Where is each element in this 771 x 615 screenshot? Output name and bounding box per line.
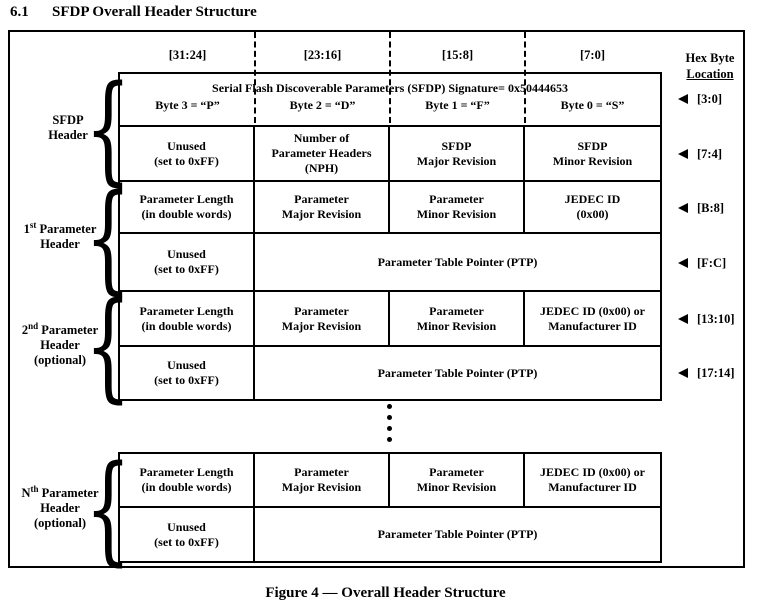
left-triangle-icon: [678, 94, 688, 104]
left-triangle-icon: [678, 314, 688, 324]
table-cell: Parameter Table Pointer (PTP): [377, 254, 538, 269]
hex-header-line2: Location: [686, 67, 734, 81]
table-cell: Parameter Length (in double words): [120, 182, 255, 232]
hex-location-label: [3:0]: [697, 91, 722, 106]
hex-byte-location-header: Hex Byte Location: [670, 50, 750, 82]
table-cell: Unused (set to 0xFF): [120, 234, 255, 290]
table-row: Parameter Length (in double words) Param…: [120, 454, 660, 508]
vertical-ellipsis-icon: [387, 404, 392, 442]
signature-byte-labels: Byte 3 = “P” Byte 2 = “D” Byte 1 = “F” B…: [120, 98, 660, 113]
table-cell: Unused (set to 0xFF): [120, 347, 255, 399]
table-cell: Parameter Length (in double words): [120, 292, 255, 345]
bit-range-label: [31:24]: [168, 48, 207, 62]
page-title: SFDP Overall Header Structure: [52, 4, 257, 20]
table-cell: Parameter Major Revision: [255, 292, 390, 345]
bit-range-label: [15:8]: [441, 48, 474, 62]
table-row-signature: Serial Flash Discoverable Parameters (SF…: [120, 74, 660, 127]
byte-label: Byte 0 = “S”: [560, 98, 625, 112]
hex-location-marker: [3:0]: [678, 92, 722, 106]
section-label-line2: Header: [40, 237, 80, 251]
brace-1st-parameter-header: {: [84, 168, 132, 306]
hex-header-line1: Hex Byte: [685, 51, 735, 65]
brace-2nd-parameter-header: {: [84, 276, 132, 414]
nth-parameter-header-table: Parameter Length (in double words) Param…: [118, 452, 662, 563]
table-cell: Parameter Table Pointer (PTP): [377, 527, 538, 541]
brace-nth-parameter-header: {: [84, 439, 132, 577]
table-cell: JEDEC ID (0x00) or Manufacturer ID: [540, 303, 645, 333]
signature-title: Serial Flash Discoverable Parameters (SF…: [212, 81, 568, 95]
table-cell: Number of Parameter Headers (NPH): [255, 127, 390, 180]
brace-sfdp-header: {: [84, 59, 132, 197]
hex-location-label: [B:8]: [697, 200, 725, 215]
hex-location-marker: [B:8]: [678, 201, 724, 215]
table-cell: Parameter Minor Revision: [390, 292, 525, 345]
section-label-line2: Header: [40, 338, 80, 352]
table-cell: Parameter Length (in double words): [120, 454, 255, 506]
figure-caption: Figure 4 — Overall Header Structure: [265, 585, 506, 601]
hex-location-label: [7:4]: [697, 146, 722, 161]
table-row: Parameter Length (in double words) Param…: [120, 182, 660, 234]
byte-label: Byte 2 = “D”: [289, 98, 356, 112]
hex-location-marker: [7:4]: [678, 147, 722, 161]
left-triangle-icon: [678, 258, 688, 268]
left-triangle-icon: [678, 203, 688, 213]
table-row: Unused (set to 0xFF) Number of Parameter…: [120, 127, 660, 182]
hex-location-marker: [17:14]: [678, 366, 735, 380]
table-cell: Parameter Minor Revision: [390, 182, 525, 232]
section-label-line3: (optional): [33, 516, 87, 530]
byte-label: Byte 3 = “P”: [155, 98, 220, 112]
table-cell: Parameter Minor Revision: [390, 454, 525, 506]
section-label-1st-parameter-header: 1st Parameter Header: [12, 219, 108, 252]
section-label-line1: 1st Parameter: [23, 219, 97, 236]
byte-boundary-dashed-line: [524, 32, 526, 123]
table-cell: Parameter Major Revision: [255, 454, 390, 506]
bit-range-label: [23:16]: [303, 48, 342, 62]
header-structure-table: Serial Flash Discoverable Parameters (SF…: [118, 72, 662, 401]
hex-location-label: [13:10]: [697, 311, 735, 326]
section-number: 6.1: [10, 4, 29, 20]
table-row: Parameter Length (in double words) Param…: [120, 292, 660, 347]
table-cell: JEDEC ID (0x00): [564, 192, 621, 221]
left-triangle-icon: [678, 149, 688, 159]
section-label-line1: SFDP: [52, 113, 84, 127]
table-row: Unused (set to 0xFF) Parameter Table Poi…: [120, 508, 660, 561]
section-label-line1: Nth Parameter: [21, 483, 99, 500]
table-cell: JEDEC ID (0x00) or Manufacturer ID: [540, 465, 645, 494]
hex-location-label: [17:14]: [697, 365, 735, 380]
hex-location-marker: [F:C]: [678, 256, 726, 270]
bit-range-label: [7:0]: [580, 48, 605, 62]
figure-frame: [31:24] [23:16] [15:8] [7:0] Hex Byte Lo…: [8, 30, 745, 577]
table-cell: SFDP Major Revision: [390, 127, 525, 180]
section-heading: 6.1 SFDP Overall Header Structure: [10, 4, 257, 21]
section-label-line1: 2nd Parameter: [21, 320, 99, 337]
hex-location-label: [F:C]: [697, 255, 727, 270]
table-cell: Parameter Table Pointer (PTP): [377, 365, 538, 380]
section-label-sfdp-header: SFDP Header: [28, 113, 108, 143]
section-label-nth-parameter-header: Nth Parameter Header (optional): [12, 483, 108, 531]
hex-location-marker: [13:10]: [678, 312, 735, 326]
table-cell: Parameter Major Revision: [255, 182, 390, 232]
section-label-line2: Header: [40, 501, 80, 515]
table-cell: Unused (set to 0xFF): [120, 508, 255, 561]
section-label-line3: (optional): [33, 353, 87, 367]
byte-boundary-dashed-line: [254, 32, 256, 123]
section-label-2nd-parameter-header: 2nd Parameter Header (optional): [12, 320, 108, 368]
table-row: Unused (set to 0xFF) Parameter Table Poi…: [120, 347, 660, 399]
section-label-line2: Header: [48, 128, 88, 142]
byte-label: Byte 1 = “F”: [425, 98, 490, 112]
byte-boundary-dashed-line: [389, 32, 391, 123]
table-row: Unused (set to 0xFF) Parameter Table Poi…: [120, 234, 660, 292]
table-cell: Unused (set to 0xFF): [120, 127, 255, 180]
left-triangle-icon: [678, 368, 688, 378]
table-cell: SFDP Minor Revision: [552, 138, 633, 168]
